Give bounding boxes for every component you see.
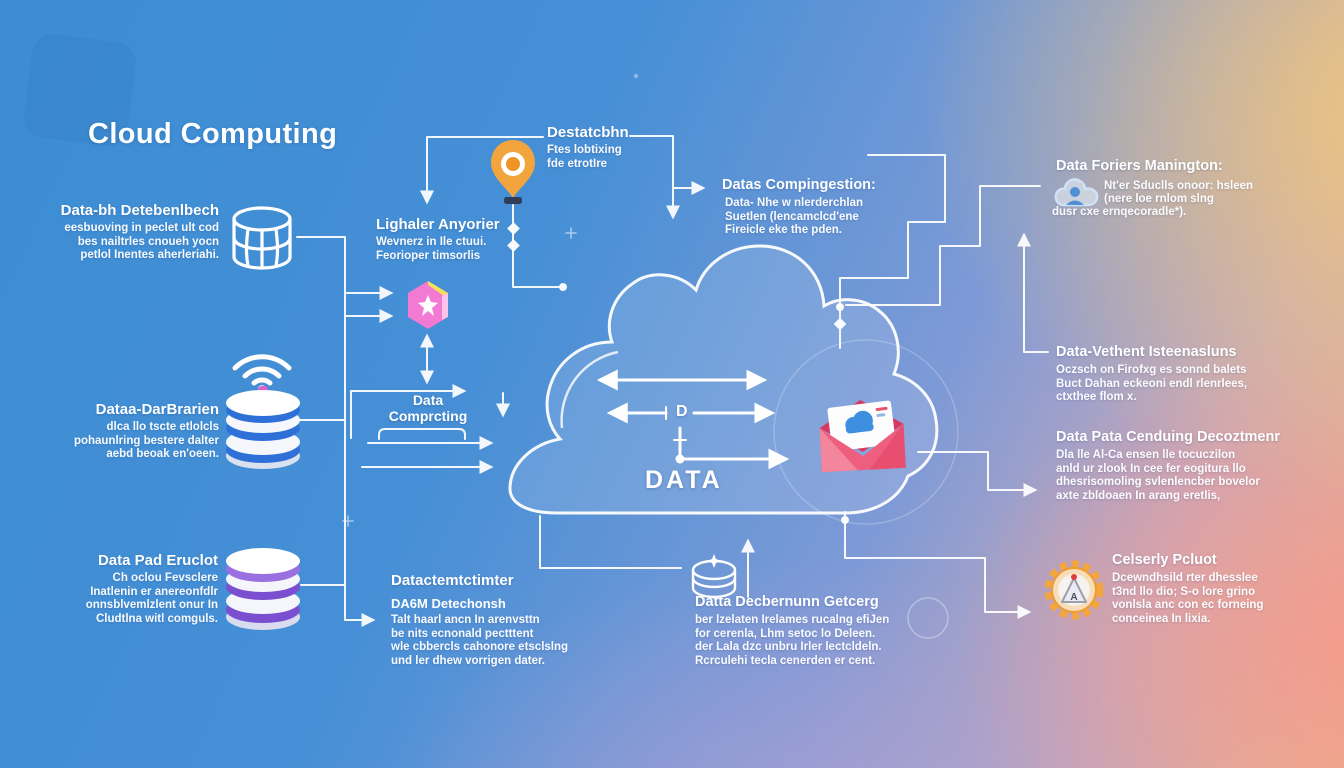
label-line: Data: [412, 392, 444, 408]
block-celserly: Celserly Pcluot Dcewndhsild rter dhessle…: [1112, 552, 1263, 626]
body-line: t3nd llo dio; S-o lore grino: [1112, 585, 1256, 598]
block-heading: Data Pad Eruclot: [97, 552, 218, 569]
body-line: Inatlenin er anereonfdlr: [90, 585, 218, 598]
body-line: Wevnerz in Ile ctuui.: [376, 236, 487, 248]
body-line: der Lala dzc unbru Irler lectcldeln.: [695, 641, 882, 653]
body-line: dhesrisomoling svlenlencber bovelor: [1056, 476, 1260, 488]
body-line: Fireicle eke the pden.: [725, 224, 842, 236]
block-darbrarien: Dataa-DarBrarien dlca llo tscte etlolcls…: [13, 401, 219, 462]
body-line: Dcewndhsild rter dhesslee: [1112, 572, 1258, 584]
faint-circle: [907, 597, 949, 639]
storage-box-icon: [691, 554, 737, 599]
body-line: ctxthee flom x.: [1056, 391, 1137, 403]
body-line: bes nailtrles cnoueh yocn: [77, 235, 219, 248]
body-line: vonlsla anc con ec forneing: [1112, 599, 1264, 611]
body-line: Data- Nhe w nlerderchlan: [725, 197, 864, 209]
decorative-plus-marks: [342, 227, 577, 527]
body-line: eesbuoving in peclet ult cod: [64, 222, 219, 234]
page-title: Cloud Computing: [88, 118, 338, 150]
body-line: Feorioper timsorlis: [376, 249, 481, 262]
block-datactemtctimter: Datactemtctimter DA6M Detechonsh Talt ha…: [391, 572, 568, 668]
cloud-data-arrows: [596, 369, 790, 470]
body-line: conceinea In lixia.: [1112, 612, 1211, 625]
body-line: Rcrculehi tecla cenerden er cent.: [695, 654, 876, 667]
block-pad-eruclot: Data Pad Eruclot Ch oclou Fevsclere Inat…: [12, 552, 218, 626]
body-line: onnsblvemlzlent onur In: [85, 599, 218, 611]
security-badge-icon: A: [1044, 560, 1104, 620]
heading-foriers: Data Foriers Manington:: [1056, 158, 1223, 174]
body-line: Dla lle Al-Ca ensen lle tocuczilon: [1056, 449, 1236, 461]
database-purple-icon: [226, 548, 300, 630]
block-heading: Data Pata Cenduing Decoztmenr: [1056, 429, 1280, 445]
database-grid-icon: [232, 206, 292, 270]
body-line: wle cbbercls cahonore etsclslng: [391, 641, 569, 653]
block-compingestion: Datas Compingestion: Data- Nhe w nlerder…: [722, 177, 876, 238]
body-line: Cludtlna witl comguls.: [95, 612, 218, 625]
svg-text:A: A: [1070, 592, 1077, 603]
block-detebenlbech: Data-bh Detebenlbech eesbuoving in pecle…: [13, 202, 219, 263]
body-line: Suetlen (lencamclcd'ene: [725, 210, 859, 223]
user-cloud-icon: [1054, 178, 1099, 207]
body-line: fde etrotIre: [547, 157, 608, 170]
body-line: und ler dhew vorrigen dater.: [391, 654, 546, 667]
body-line: be nits ecnonald pectttent: [391, 627, 534, 640]
block-heading: Destatcbhn: [547, 124, 629, 141]
database-blue-icon: [226, 386, 300, 469]
block-subheading: DA6M Detechonsh: [391, 596, 506, 611]
block-cenduing: Data Pata Cenduing Decoztmenr Dla lle Al…: [1056, 429, 1280, 503]
body-line: (nere loe rnlom slng: [1104, 193, 1214, 205]
block-heading: Data-bh Detebenlbech: [60, 202, 219, 219]
cloud-data-label: DATA: [645, 466, 723, 494]
body-line: Nt'er Sduclls onoor: hsleen: [1104, 180, 1254, 192]
body-line: Ftes lobtixing: [547, 144, 622, 156]
block-vethent: Data-Vethent Isteenasluns Oczsch on Firo…: [1056, 344, 1247, 405]
body-line: petlol Inentes aherleriahi.: [80, 249, 219, 261]
body-line: for cerenla, Lhm setoc lo Deleen.: [695, 627, 876, 640]
block-heading: Lighaler Anyorier: [376, 216, 500, 233]
cloud-arrow-node: [675, 454, 685, 464]
body-line: Buct Dahan eckeoni endl rlenrlees,: [1056, 377, 1248, 390]
cloud-inner-arc: [560, 350, 619, 429]
body-line: Ch oclou Fevsclere: [112, 572, 218, 584]
body-line: dusr cxe ernqecoradle*).: [1052, 206, 1187, 218]
location-pin-icon: [491, 140, 535, 204]
cloud-d-label: D: [676, 403, 688, 420]
block-heading: Dataa-DarBrarien: [95, 401, 219, 418]
body-line: axte zbldoaen In arang eretlis,: [1056, 489, 1221, 502]
body-line: aebd beoak en'oeen.: [106, 448, 219, 460]
label-line: Comprcting: [388, 408, 468, 424]
block-heading: Datta Decbernunn Getcerg: [695, 594, 879, 610]
body-line: Talt haarl ancn In arenvsttn: [391, 614, 540, 626]
hexagon-package-icon: [408, 281, 448, 329]
body-line: pohaunlring bestere dalter: [73, 434, 219, 447]
block-destatcbhn: Destatcbhn Ftes lobtixing fde etrotIre: [547, 124, 629, 171]
block-heading: Datactemtctimter: [391, 572, 514, 589]
decorative-dot: [634, 74, 638, 78]
block-heading: Data-Vethent Isteenasluns: [1056, 344, 1237, 360]
block-decbernunn: Datta Decbernunn Getcerg ber lzelaten Ir…: [695, 594, 889, 668]
block-heading: Celserly Pcluot: [1112, 552, 1217, 568]
body-line: dlca llo tscte etlolcls: [106, 421, 219, 433]
mail-envelope-icon: [819, 400, 906, 473]
block-heading: Datas Compingestion:: [722, 177, 876, 193]
body-line: anld ur zlook In cee fer eogitura llo: [1056, 462, 1246, 475]
label-data-comprcting: Data Comprcting: [366, 392, 490, 424]
body-line: ber lzelaten Irelames rucalng efiJen: [695, 614, 890, 626]
body-line: Oczsch on Firofxg es sonnd balets: [1056, 364, 1247, 376]
block-lighaler: Lighaler Anyorier Wevnerz in Ile ctuui. …: [376, 216, 500, 263]
